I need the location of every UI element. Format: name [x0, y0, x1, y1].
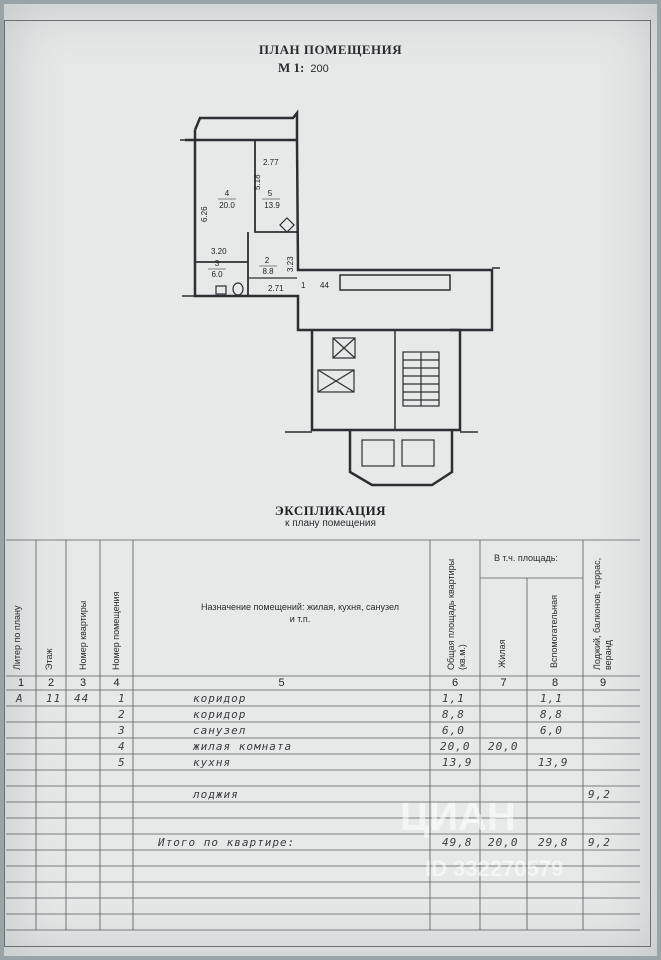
- row2-aux: 8,8: [540, 708, 563, 721]
- watermark-logo-icon: ЦИАН: [400, 795, 516, 840]
- dim-518: 5.18: [253, 174, 262, 190]
- row1-total: 1,1: [442, 692, 465, 705]
- header-incl: В т.ч. площадь:: [494, 553, 558, 563]
- row7-loggia: 9,2: [588, 788, 611, 801]
- row5-room: 5: [118, 756, 126, 769]
- plan-scale: М 1:200: [278, 60, 329, 75]
- row4-total: 20,0: [440, 740, 471, 753]
- row1-aux: 1,1: [540, 692, 563, 705]
- col-num-1: 1: [17, 677, 25, 689]
- dim-323: 3.23: [286, 256, 295, 272]
- header-living: Жилая: [497, 639, 507, 668]
- col-num-8: 8: [551, 677, 559, 689]
- row5-aux: 13,9: [538, 756, 569, 769]
- row5-purpose: кухня: [193, 756, 232, 769]
- header-apt: Номер квартиры: [78, 600, 88, 670]
- col-num-9: 9: [599, 677, 607, 689]
- room-2-area: 8.8: [262, 267, 274, 276]
- room-4-area: 20.0: [219, 201, 235, 210]
- row3-room: 3: [118, 724, 126, 737]
- total-loggia: 9,2: [588, 836, 611, 849]
- col-num-2: 2: [47, 677, 55, 689]
- row1-floor: 11: [46, 692, 62, 705]
- plan-title: ПЛАН ПОМЕЩЕНИЯ: [258, 42, 403, 57]
- header-floor: Этаж: [44, 648, 54, 670]
- header-loggia: Лоджий, балконов, террас, веранд: [592, 557, 613, 670]
- room-1-num: 1: [301, 281, 306, 290]
- explication-title: ЭКСПЛИКАЦИЯ: [274, 503, 387, 518]
- total-label: Итого по квартире:: [158, 836, 296, 849]
- document-sheet: [4, 4, 657, 956]
- row1-purpose: коридор: [193, 692, 247, 705]
- header-room: Номер помещения: [111, 591, 121, 670]
- row2-purpose: коридор: [193, 708, 247, 721]
- floor-plan-drawing: 4 20.0 5 13.9 2 8.8 3 6.0 1 2.77 5.18 6.…: [180, 109, 500, 487]
- room-4-num: 4: [225, 189, 230, 198]
- dim-44: 44: [320, 281, 329, 290]
- col-num-3: 3: [79, 677, 87, 689]
- row5-total: 13,9: [442, 756, 473, 769]
- dim-626: 6.26: [200, 206, 209, 222]
- row2-total: 8,8: [442, 708, 465, 721]
- header-purpose: Назначение помещений: жилая, кухня, сану…: [201, 602, 399, 624]
- col-num-4: 4: [113, 677, 120, 689]
- room-5-num: 5: [268, 189, 273, 198]
- row4-living: 20,0: [488, 740, 519, 753]
- total-total: 49,8: [442, 836, 473, 849]
- watermark-brand: ЦИАН: [400, 795, 516, 839]
- explication-subtitle: к плану помещения: [285, 518, 376, 529]
- page-frame: [4, 20, 651, 947]
- row4-room: 4: [118, 740, 126, 753]
- room-2-num: 2: [265, 256, 270, 265]
- row3-purpose: санузел: [193, 724, 247, 737]
- row1-room: 1: [118, 692, 126, 705]
- watermark-id: ID 332270579: [425, 856, 564, 881]
- col-num-5: 5: [278, 677, 285, 689]
- row1-liter: А: [16, 692, 24, 705]
- col-num-7: 7: [500, 677, 507, 689]
- dim-277: 2.77: [263, 158, 279, 167]
- room-3-num: 3: [215, 259, 220, 268]
- row4-purpose: жилая комната: [193, 740, 293, 753]
- header-liter: Литер по плану: [12, 605, 22, 670]
- row3-total: 6,0: [442, 724, 465, 737]
- total-aux: 29,8: [538, 836, 569, 849]
- room-3-area: 6.0: [211, 270, 223, 279]
- row3-aux: 6,0: [540, 724, 563, 737]
- header-aux: Вспомогательная: [549, 595, 559, 668]
- dim-271: 2.71: [268, 284, 284, 293]
- total-living: 20,0: [488, 836, 519, 849]
- room-5-area: 13.9: [264, 201, 280, 210]
- header-total: Общая площадь квартиры (кв.м.): [446, 558, 467, 670]
- scale-value: 200: [310, 63, 329, 75]
- row7-purpose: лоджия: [193, 788, 239, 801]
- row2-room: 2: [118, 708, 126, 721]
- col-num-6: 6: [451, 677, 459, 689]
- row1-apt: 44: [74, 692, 90, 705]
- dim-320: 3.20: [211, 247, 227, 256]
